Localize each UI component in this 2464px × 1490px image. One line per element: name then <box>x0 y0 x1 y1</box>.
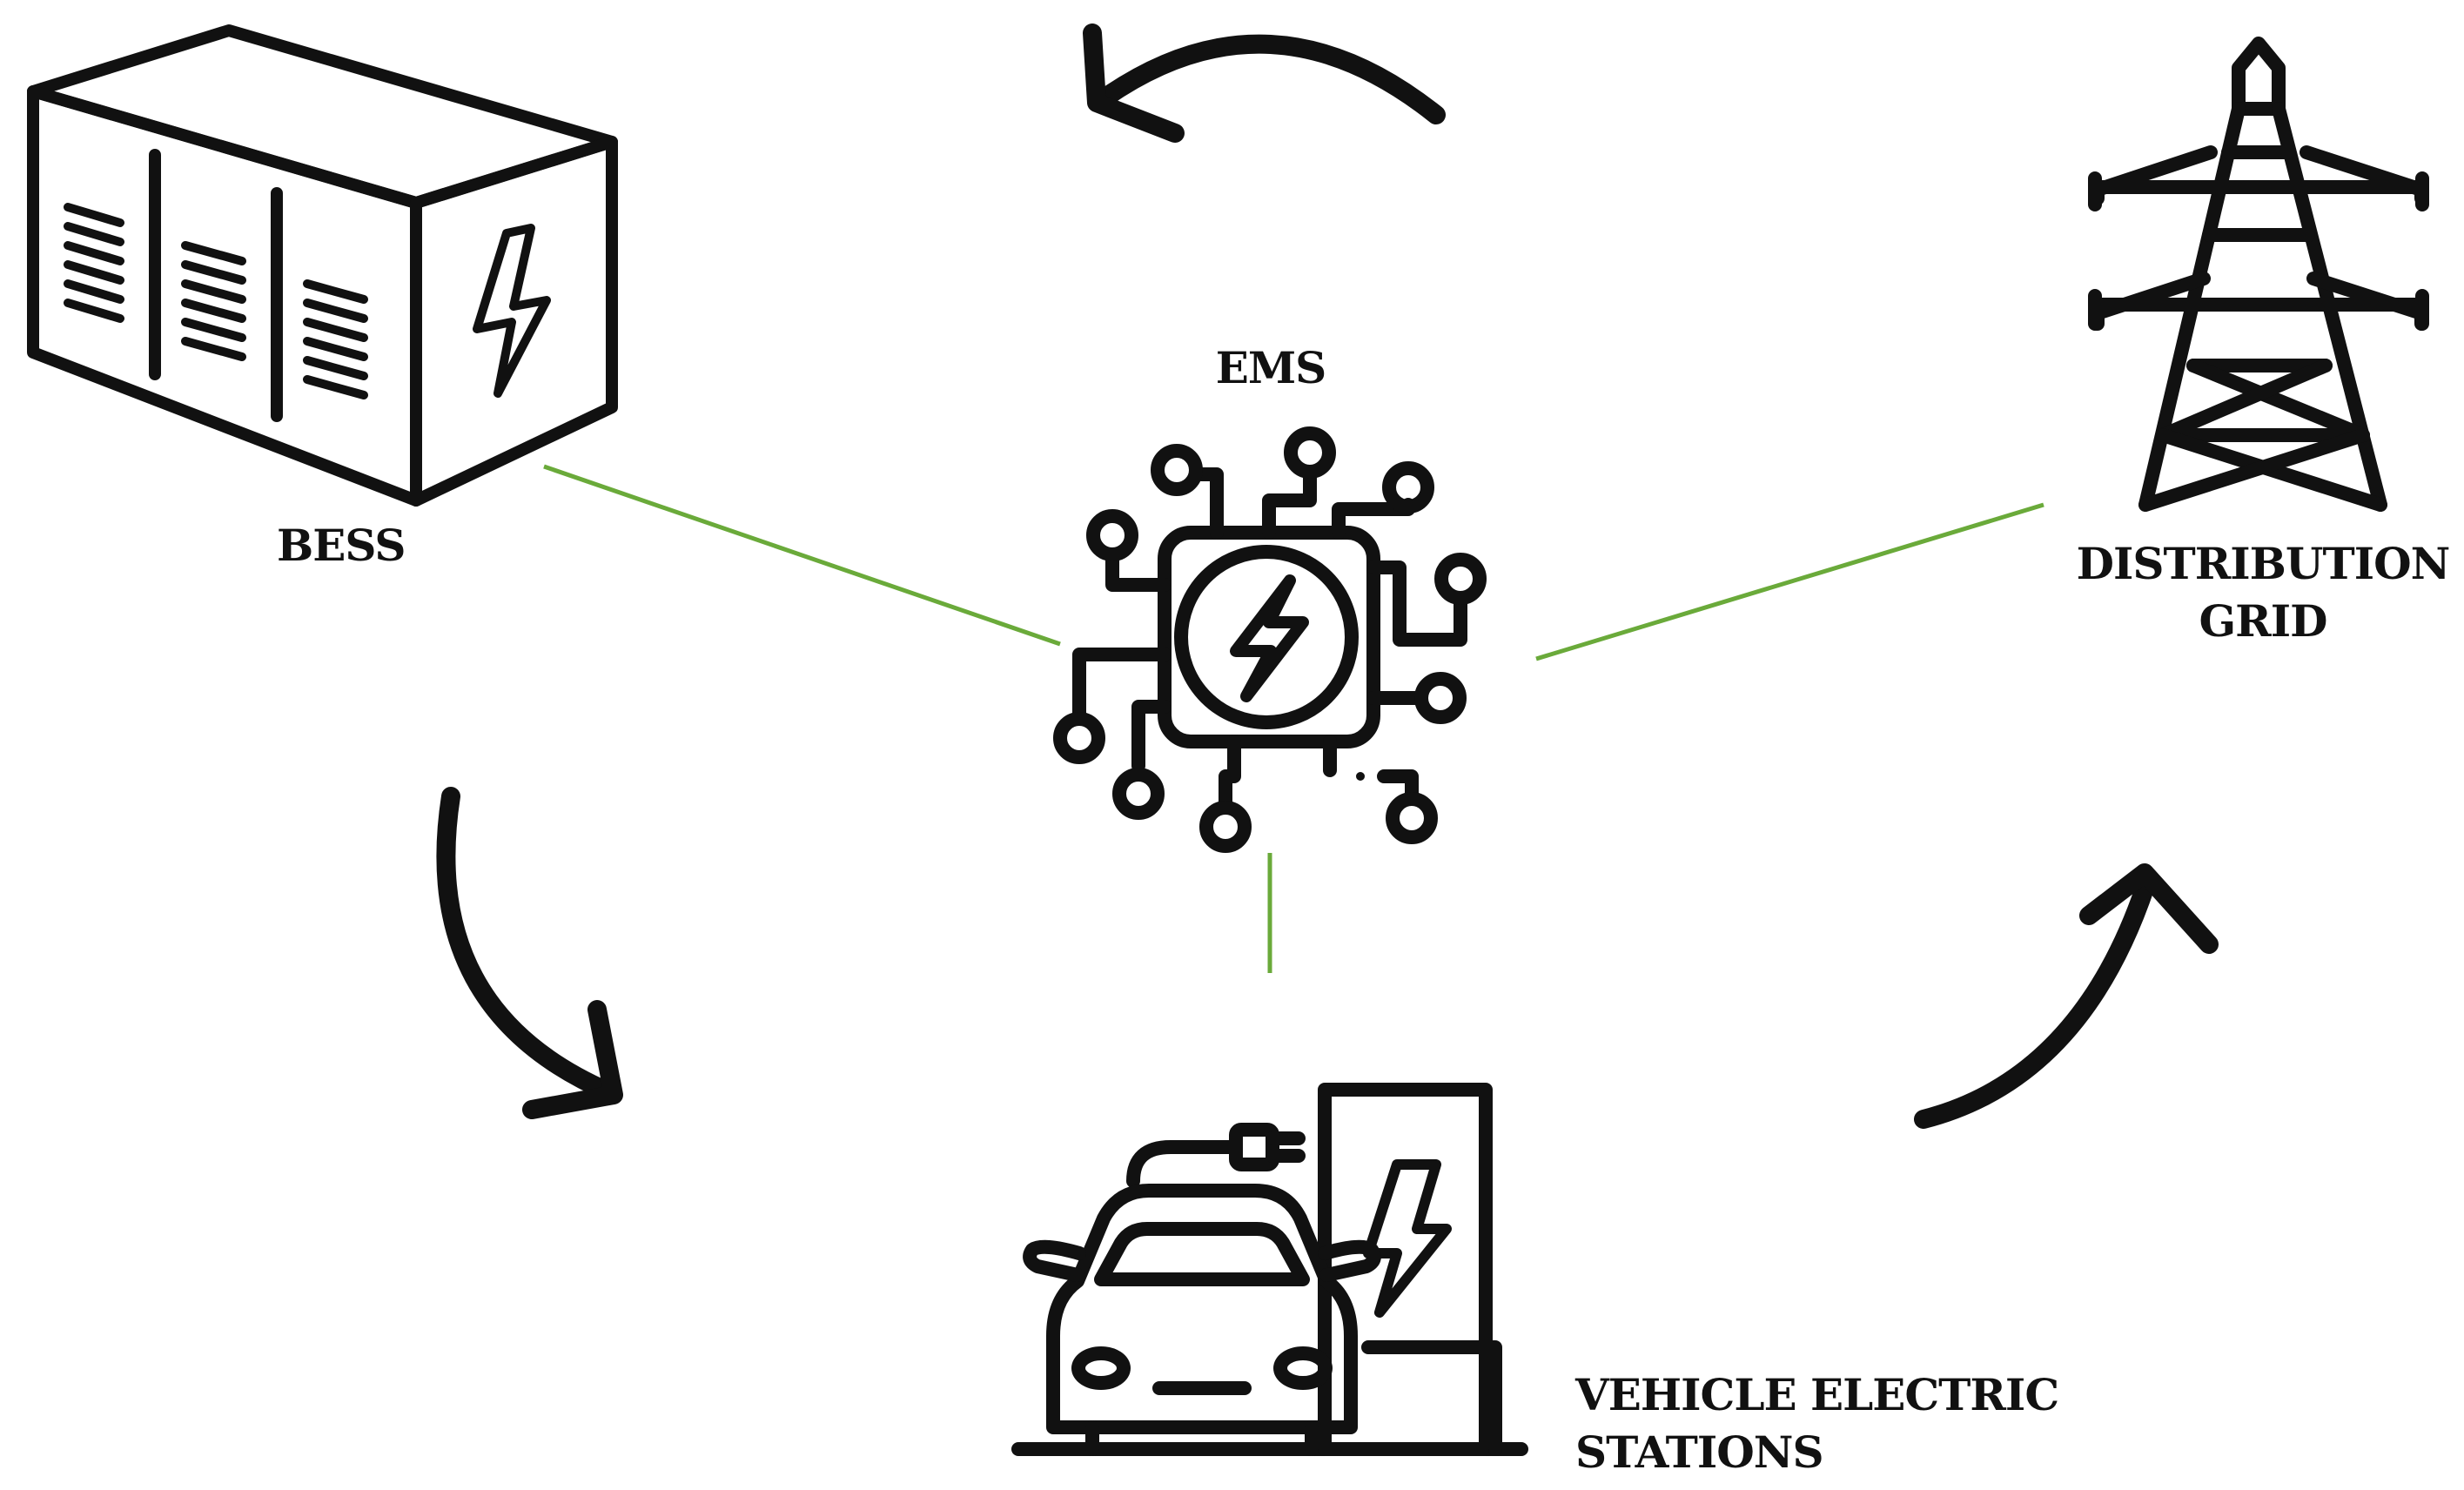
ems-label: EMS <box>1215 342 1327 393</box>
transmission-tower-icon <box>2088 37 2429 512</box>
ems-links <box>543 464 2044 973</box>
ev-charging-station-icon <box>1011 1083 1528 1456</box>
curved-arrow-icon <box>1083 23 1446 143</box>
bess-label: BESS <box>277 520 406 571</box>
distribution-grid-label: DISTRIBUTION GRID <box>2071 535 2454 650</box>
link-bess-ems <box>543 464 1061 647</box>
vehicle-electric-stations-label: VEHICLE ELECTRIC STATIONS <box>1575 1366 2059 1481</box>
flow-arrows <box>436 23 2219 1129</box>
curved-arrow-icon <box>1914 863 2219 1129</box>
vehicle-electric-stations-label-line1: VEHICLE ELECTRIC <box>1575 1369 2059 1420</box>
distribution-grid-label-line1: DISTRIBUTION <box>2076 538 2451 589</box>
circuit-chip-lightning-icon <box>1053 426 1487 853</box>
distribution-grid-label-line2: GRID <box>2199 595 2327 647</box>
vehicle-electric-stations-label-line2: STATIONS <box>1575 1426 1824 1478</box>
curved-arrow-icon <box>436 787 623 1119</box>
battery-container-icon <box>27 24 618 507</box>
link-grid-ems <box>1535 502 2044 661</box>
